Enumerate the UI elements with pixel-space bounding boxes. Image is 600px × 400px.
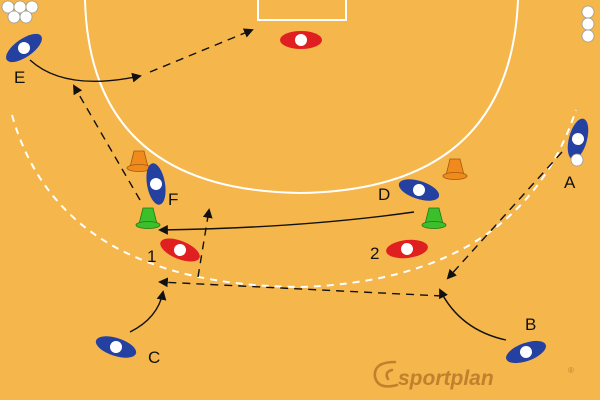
player-def2 [386, 239, 428, 259]
goal-area-line [84, 0, 519, 195]
label-player-b: B [525, 315, 536, 334]
pass-arrow-a-to-b [446, 151, 563, 280]
goal [257, 0, 347, 21]
run-arrow-d [158, 211, 415, 235]
registered-mark: ® [568, 366, 574, 375]
player-c [95, 336, 137, 358]
player-b [506, 340, 546, 364]
pass-arrow-b-to-c [158, 277, 443, 297]
label-player-a: A [564, 173, 576, 192]
free-throw-line [11, 109, 577, 289]
label-defender-2: 2 [370, 244, 379, 263]
sportplan-logo: sportplan ® [373, 360, 574, 390]
pass-arrow-f-to-e [73, 84, 141, 201]
ball-stack-left-icon [1, 0, 39, 24]
run-arrow-c [129, 290, 167, 333]
label-player-f: F [168, 190, 178, 209]
player-def1 [160, 238, 200, 262]
player-e [6, 33, 42, 63]
cone-right-orange [442, 158, 468, 180]
pass-arrow-c-to-f [197, 208, 213, 278]
label-player-d: D [378, 185, 390, 204]
sportplan-wordmark: sportplan [398, 367, 494, 390]
ball-stack-right-icon [581, 5, 595, 43]
player-goalkeeper [280, 31, 322, 49]
cone-right-green [421, 207, 447, 229]
label-defender-1: 1 [147, 247, 156, 266]
player-d [398, 179, 440, 201]
arrows [29, 28, 563, 341]
player-a [567, 118, 589, 160]
shot-arrow-e [149, 28, 254, 73]
ball-a-icon [570, 153, 584, 167]
run-arrow-e [29, 59, 142, 83]
label-player-e: E [14, 68, 25, 87]
player-f [146, 163, 166, 205]
sportplan-swirl-icon [373, 360, 399, 388]
run-arrow-b [439, 288, 507, 341]
cone-left-green [135, 207, 161, 229]
label-player-c: C [148, 348, 160, 367]
